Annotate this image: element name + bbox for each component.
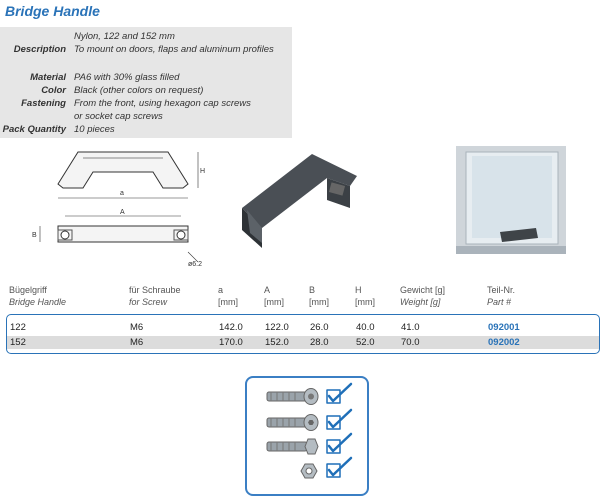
cell-handle: 122 bbox=[10, 322, 26, 333]
col-header-handle-de: Bügelgriff bbox=[9, 285, 47, 295]
spec-subtitle: Nylon, 122 and 152 mm bbox=[74, 31, 175, 42]
check-icon bbox=[326, 408, 353, 430]
product-table: 122 M6 142.0 122.0 26.0 40.0 41.0 092001… bbox=[6, 314, 600, 354]
hex-cap-screw-icon bbox=[266, 388, 319, 405]
col-header-part-en: Part # bbox=[487, 297, 512, 307]
col-header-a-de: a bbox=[218, 285, 224, 295]
col-header-B: B [mm] bbox=[309, 284, 329, 308]
col-header-A-de: A bbox=[264, 285, 271, 295]
spec-pack-label: Pack Quantity bbox=[2, 124, 66, 135]
spec-fastening-2: or socket cap screws bbox=[74, 111, 163, 122]
col-header-part-de: Teil-Nr. bbox=[487, 285, 516, 295]
cell-H: 52.0 bbox=[356, 337, 375, 348]
cell-weight: 41.0 bbox=[401, 322, 420, 333]
cell-B: 28.0 bbox=[310, 337, 329, 348]
spec-fastening-1: From the front, using hexagon cap screws bbox=[74, 98, 251, 109]
nut-icon bbox=[300, 463, 318, 479]
col-header-a: a [mm] bbox=[218, 284, 238, 308]
technical-drawing: H a A B ø6.2 bbox=[32, 151, 205, 268]
col-header-A: A [mm] bbox=[264, 284, 284, 308]
col-header-screw: für Schraube for Screw bbox=[129, 284, 181, 308]
check-icon bbox=[326, 382, 353, 404]
spec-description-label: Description bbox=[13, 44, 66, 55]
part-number-link[interactable]: 092002 bbox=[488, 337, 520, 348]
spec-color-label: Color bbox=[41, 85, 66, 96]
fastening-icons bbox=[266, 382, 353, 479]
col-header-weight-de: Gewicht [g] bbox=[400, 285, 446, 295]
col-header-handle: Bügelgriff Bridge Handle bbox=[9, 284, 66, 308]
cell-H: 40.0 bbox=[356, 322, 375, 333]
cell-screw: M6 bbox=[130, 337, 144, 348]
cell-weight: 70.0 bbox=[401, 337, 420, 348]
spec-material-label: Material bbox=[30, 72, 66, 83]
dim-dia-label: ø6.2 bbox=[188, 261, 202, 268]
spec-box bbox=[0, 27, 292, 138]
col-header-B-de: B bbox=[309, 285, 316, 295]
col-header-handle-en: Bridge Handle bbox=[9, 297, 67, 307]
spec-color: Black (other colors on request) bbox=[74, 85, 204, 96]
page-title: Bridge Handle bbox=[5, 3, 100, 19]
col-header-weight-en: Weight [g] bbox=[400, 297, 441, 307]
col-header-screw-en: for Screw bbox=[129, 297, 168, 307]
part-number-link[interactable]: 092001 bbox=[488, 322, 520, 333]
dim-h-label: H bbox=[200, 168, 205, 175]
col-header-A-unit: [mm] bbox=[264, 297, 284, 307]
cell-a: 170.0 bbox=[219, 337, 243, 348]
fastening-options-box bbox=[245, 376, 369, 496]
door-profile-image bbox=[456, 146, 566, 254]
spec-pack: 10 pieces bbox=[74, 124, 115, 135]
spec-description: To mount on doors, flaps and aluminum pr… bbox=[74, 44, 274, 55]
col-header-weight: Gewicht [g] Weight [g] bbox=[400, 284, 445, 308]
hex-head-screw-icon bbox=[266, 438, 319, 455]
dim-b-label: B bbox=[32, 232, 37, 239]
cell-B: 26.0 bbox=[310, 322, 329, 333]
cell-A: 122.0 bbox=[265, 322, 289, 333]
cell-a: 142.0 bbox=[219, 322, 243, 333]
check-icon bbox=[326, 456, 353, 478]
spec-list: Nylon, 122 and 152 mm Description To mou… bbox=[0, 30, 292, 140]
handle-3d-image bbox=[242, 154, 357, 248]
col-header-part: Teil-Nr. Part # bbox=[487, 284, 515, 308]
cell-screw: M6 bbox=[130, 322, 144, 333]
spec-material: PA6 with 30% glass filled bbox=[74, 72, 180, 83]
cell-A: 152.0 bbox=[265, 337, 289, 348]
table-row: 122 M6 142.0 122.0 26.0 40.0 41.0 092001 bbox=[7, 321, 599, 334]
dim-a-small-label: a bbox=[120, 190, 124, 197]
check-icon bbox=[326, 432, 353, 454]
col-header-H-unit: [mm] bbox=[355, 297, 375, 307]
col-header-H: H [mm] bbox=[355, 284, 375, 308]
cell-handle: 152 bbox=[10, 337, 26, 348]
dim-a-big-label: A bbox=[120, 209, 125, 216]
socket-cap-screw-icon bbox=[266, 414, 319, 431]
table-row: 152 M6 170.0 152.0 28.0 52.0 70.0 092002 bbox=[7, 336, 599, 349]
col-header-B-unit: [mm] bbox=[309, 297, 329, 307]
spec-fastening-label: Fastening bbox=[21, 98, 66, 109]
col-header-screw-de: für Schraube bbox=[129, 285, 181, 295]
col-header-H-de: H bbox=[355, 285, 362, 295]
col-header-a-unit: [mm] bbox=[218, 297, 238, 307]
